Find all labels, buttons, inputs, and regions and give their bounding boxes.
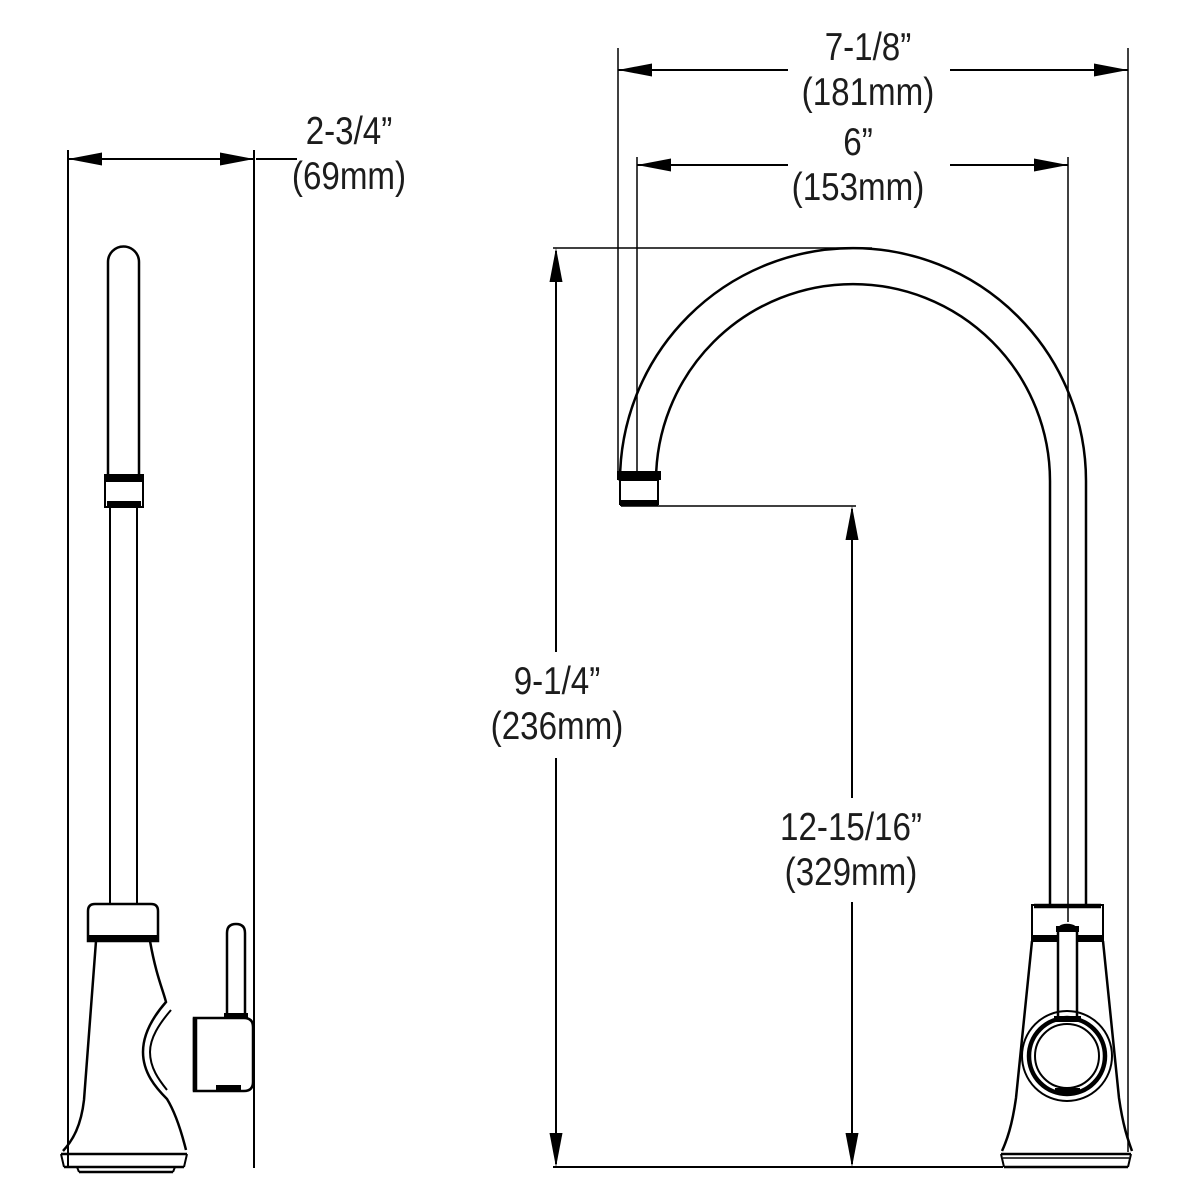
spout-reach-arrow-right: [1034, 158, 1068, 172]
dimension-label-overall-reach: 7-1/8” (181mm): [796, 25, 941, 115]
dimension-value-metric: (181mm): [801, 71, 935, 114]
dimension-value-imperial: 6”: [843, 121, 873, 164]
dimension-value-imperial: 2-3/4”: [305, 110, 393, 153]
overall-reach-arrow-right: [1094, 63, 1128, 77]
dimension-overall-reach: [617, 48, 1129, 1152]
front-hub-ring: [1026, 1015, 1108, 1097]
dimension-value-metric: (329mm): [784, 851, 918, 894]
side-handle-lever: [225, 922, 247, 1018]
side-body-right-edge: [141, 940, 188, 1151]
side-view: [60, 245, 255, 1174]
front-aerator-ring: [617, 471, 661, 480]
front-body-left-edge: [1000, 940, 1034, 1152]
front-body-right-edge: [1101, 940, 1134, 1152]
dimension-value-imperial: 7-1/8”: [824, 26, 912, 69]
front-hub-silhouette: [1021, 1010, 1113, 1102]
side-lower-tube: [109, 507, 138, 904]
dimension-label-height-at-outlet: 12-15/16” (329mm): [779, 805, 924, 895]
dimension-label-spout-reach: 6” (153mm): [786, 120, 931, 210]
dimension-value-metric: (153mm): [791, 166, 925, 209]
height-outlet-arrow-up: [845, 506, 859, 540]
dimension-value-metric: (236mm): [490, 705, 624, 748]
side-body-neck-crease: [148, 1009, 172, 1091]
height-arc-arrow-down: [549, 1133, 563, 1167]
side-tube-collar-top-edge: [105, 475, 143, 482]
spout-reach-arrow-left: [637, 158, 671, 172]
front-handle-lever: [1056, 923, 1079, 1018]
height-outlet-arrow-down: [845, 1133, 859, 1167]
side-body-left-edge: [62, 940, 98, 1152]
front-hub-inner: [1034, 1023, 1100, 1089]
height-arc-arrow-up: [549, 248, 563, 282]
front-base-plate-sides: [1000, 1153, 1132, 1168]
overall-reach-arrow-left: [618, 63, 652, 77]
dimension-value-metric: (69mm): [291, 155, 407, 198]
depth-arrow-left: [68, 152, 102, 166]
depth-arrow-right: [220, 152, 254, 166]
dimension-value-imperial: 9-1/4”: [513, 660, 601, 703]
side-body-cap: [86, 902, 160, 943]
side-handle-socket: [192, 1016, 255, 1093]
dimension-height-at-arc: [549, 247, 872, 1167]
side-base-underplate: [76, 1166, 176, 1173]
dimension-label-height-at-arc: 9-1/4” (236mm): [485, 659, 630, 749]
dimension-label-depth: 2-3/4” (69mm): [277, 109, 422, 199]
side-base-plate-sides: [60, 1153, 188, 1168]
dimension-spout-reach: [636, 157, 1069, 922]
dimension-value-imperial: 12-15/16”: [780, 806, 922, 849]
dimension-depth: [67, 150, 297, 1168]
dimension-height-at-outlet: [845, 506, 859, 1167]
side-spout-tube: [106, 245, 141, 477]
front-spout-inner: [654, 282, 1052, 906]
front-view: [553, 246, 1134, 1169]
